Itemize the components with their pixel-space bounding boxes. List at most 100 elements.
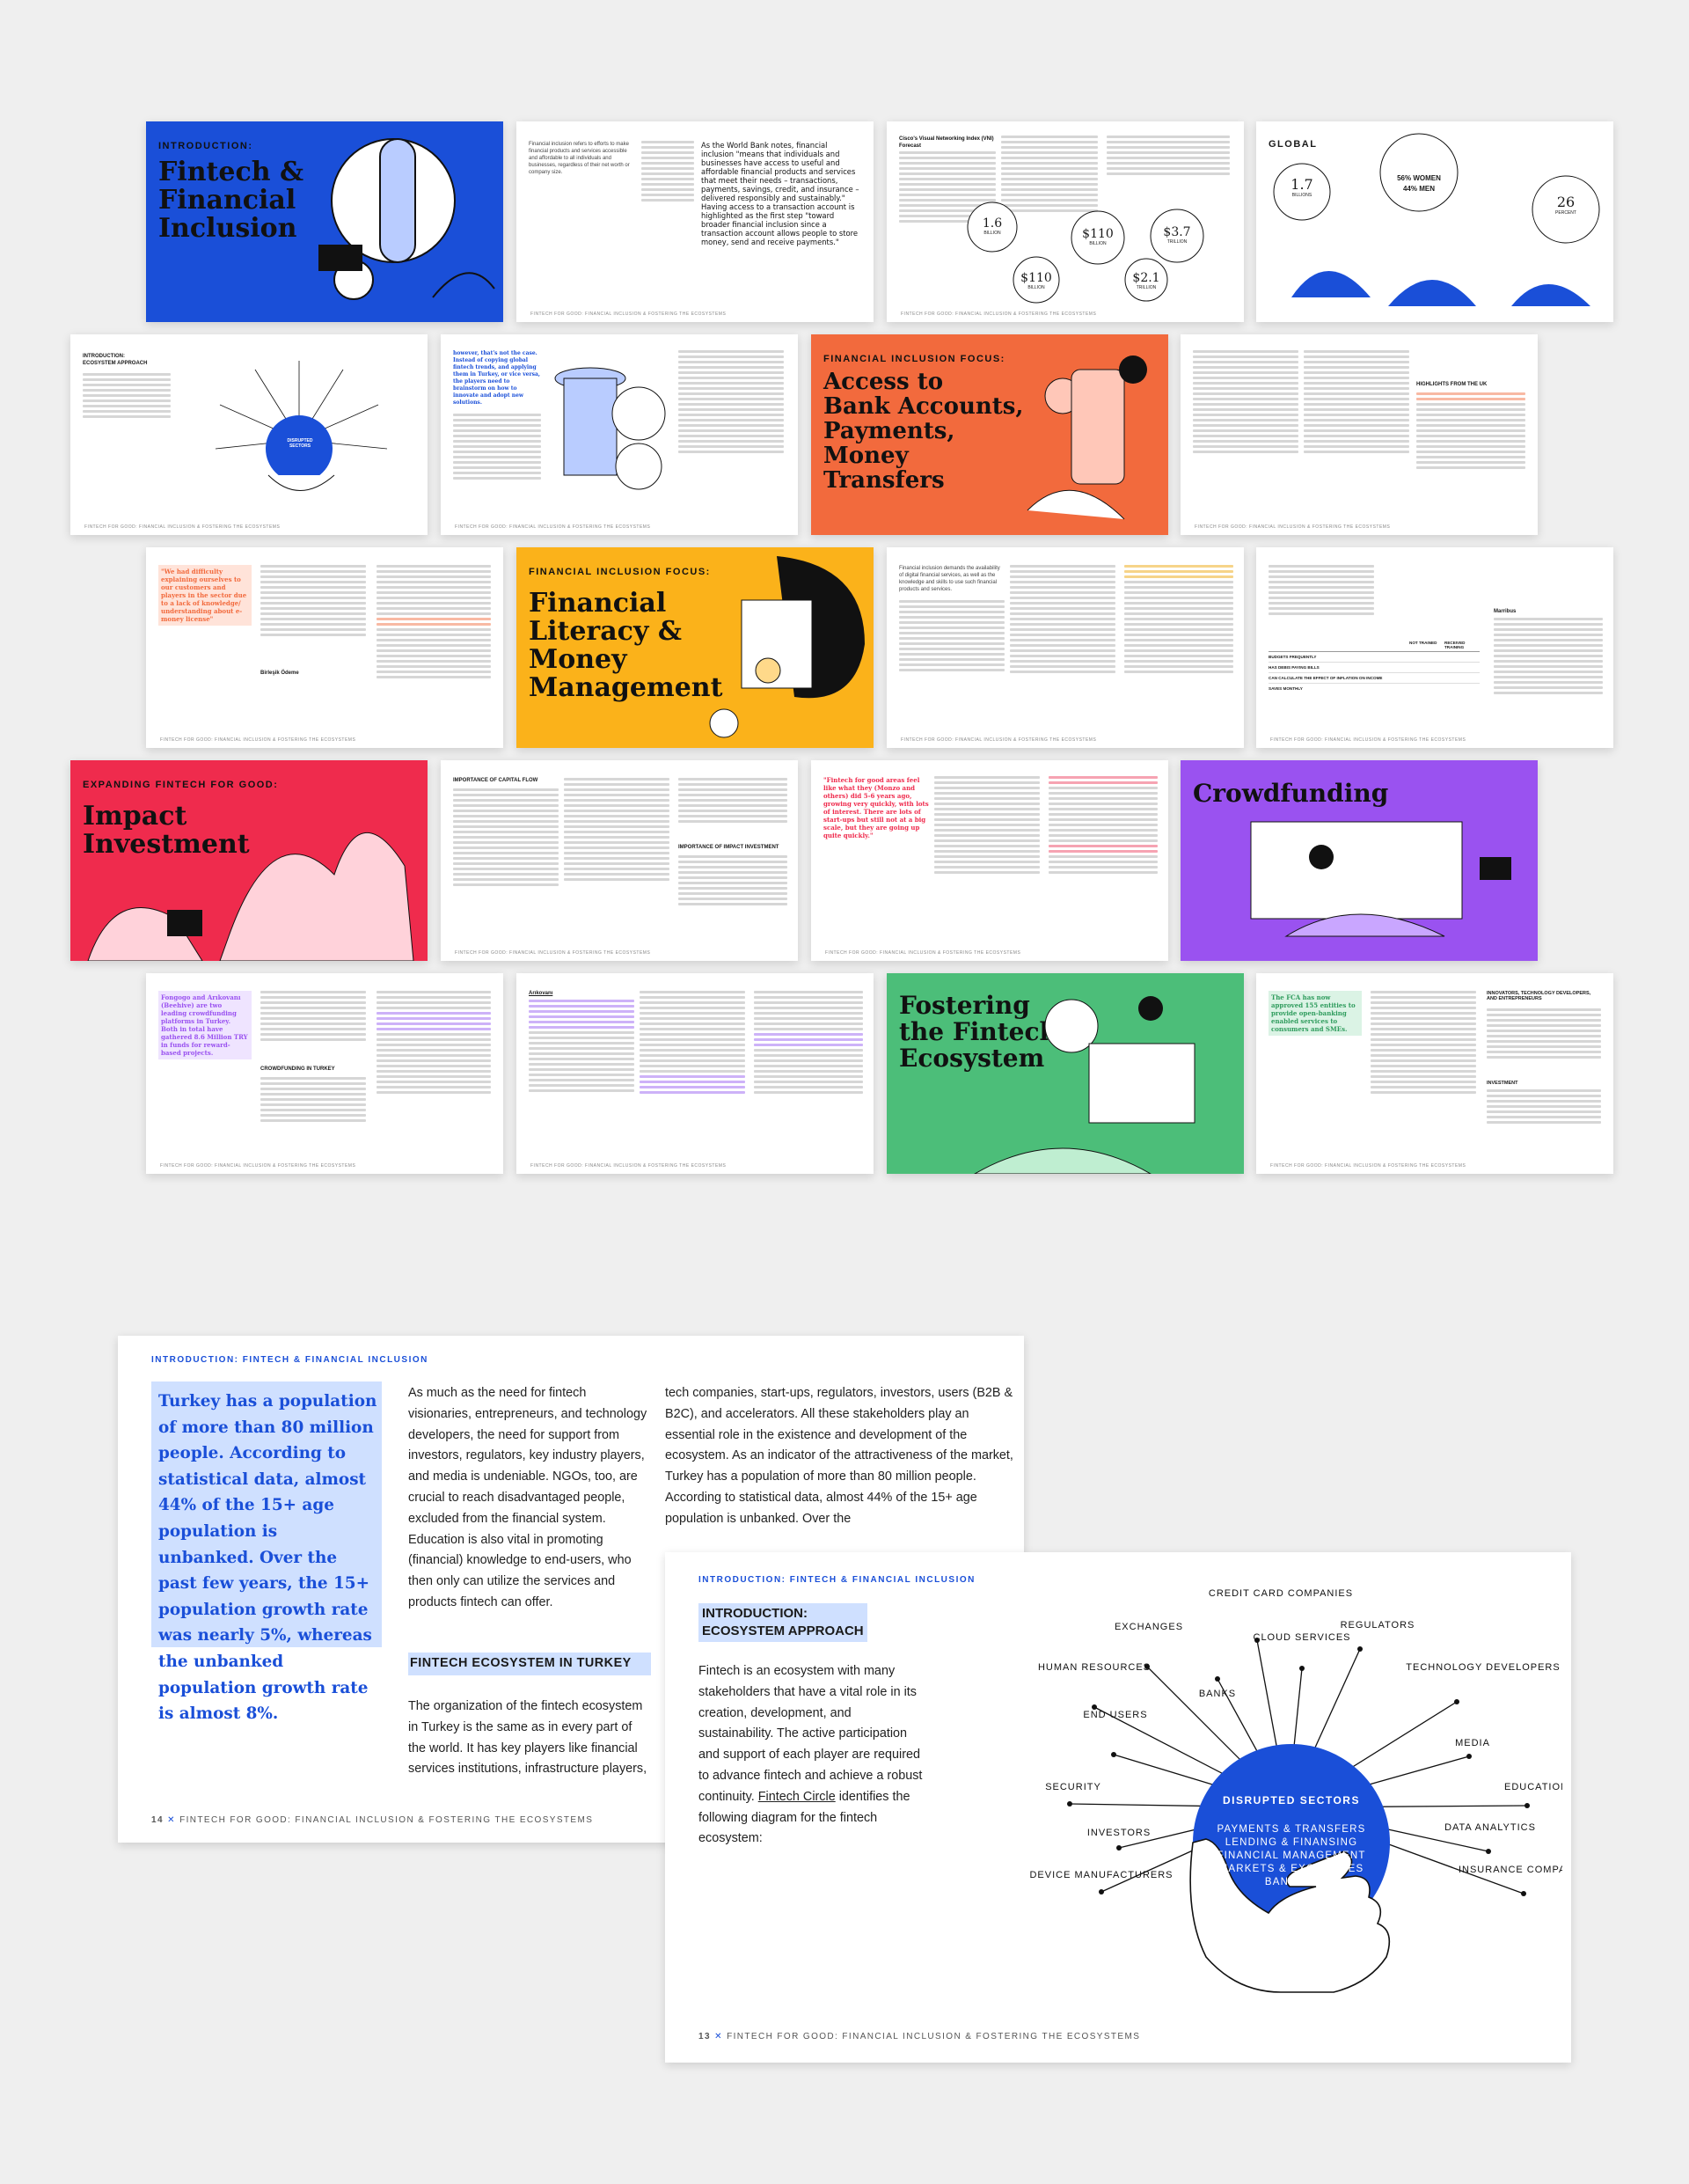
body-text xyxy=(1193,350,1298,456)
pull-quote: "We had difficulty explaining ourselves … xyxy=(158,565,252,626)
svg-text:INVESTORS: INVESTORS xyxy=(1087,1828,1151,1838)
pull-quote: however, that's not the case. Instead of… xyxy=(453,350,541,406)
pull-quote: Turkey has a population of more than 80 … xyxy=(151,1381,382,1723)
svg-text:DEVICE MANUFACTURERS: DEVICE MANUFACTURERS xyxy=(1029,1870,1173,1880)
body-text-3 xyxy=(678,778,787,825)
page-title: Access to Bank Accounts, Payments, Money… xyxy=(823,369,1024,494)
footer-text: FINTECH FOR GOOD: FINANCIAL INCLUSION & … xyxy=(179,1815,594,1825)
thumb-page-fintech-good-quote[interactable]: "Fintech for good areas feel like what t… xyxy=(811,760,1168,961)
thumb-page-fca-open-banking[interactable]: The FCA has now approved 155 entities to… xyxy=(1256,973,1613,1174)
svg-text:BANKING: BANKING xyxy=(1265,1877,1318,1887)
thumb-page-cover-financial-literacy[interactable]: FINANCIAL INCLUSION FOCUS: Financial Lit… xyxy=(516,547,874,748)
page-kicker: FINANCIAL INCLUSION FOCUS: xyxy=(823,354,1005,364)
thumb-page-cover-fostering[interactable]: Fostering the Fintech Ecosystem xyxy=(887,973,1244,1174)
body-text xyxy=(260,991,366,1044)
page-kicker: GLOBAL xyxy=(1269,139,1318,150)
page-kicker: INTRODUCTION: xyxy=(83,354,125,359)
section-heading: Cisco's Visual Networking Index (VNI) Fo… xyxy=(899,136,994,149)
page-footer: FINTECH FOR GOOD: FINANCIAL INCLUSION & … xyxy=(825,950,1021,956)
svg-text:FINANCIAL MANAGEMENT: FINANCIAL MANAGEMENT xyxy=(1217,1851,1365,1861)
page-footer: FINTECH FOR GOOD: FINANCIAL INCLUSION & … xyxy=(84,524,281,530)
quote-attribution: Birleşik Ödeme xyxy=(260,671,299,676)
stakeholder-labels: CREDIT CARD COMPANIES BANKS EXCHANGES CL… xyxy=(1029,1588,1562,1880)
pull-quote: As the World Bank notes, financial inclu… xyxy=(701,141,859,246)
thumb-page-cover-access-accounts[interactable]: FINANCIAL INCLUSION FOCUS: Access to Ban… xyxy=(811,334,1168,535)
body-text-3 xyxy=(1487,1089,1601,1126)
section-heading-2: IMPORTANCE OF IMPACT INVESTMENT xyxy=(678,845,779,850)
column-1-para-2: The organization of the fintech ecosyste… xyxy=(408,1699,647,1777)
pull-quote: Fongogo and Arıkovanı (Beehive) are two … xyxy=(158,991,252,1059)
section-heading: CROWDFUNDING IN TURKEY xyxy=(260,1066,335,1072)
thumb-page-financial-inclusion[interactable]: Financial inclusion refers to efforts to… xyxy=(516,121,874,322)
thumb-page-ecosystem-approach[interactable]: INTRODUCTION: ECOSYSTEM APPROACH DISRUPT… xyxy=(70,334,428,535)
page-title: Financial Literacy & Money Management xyxy=(529,588,723,703)
page-footer: FINTECH FOR GOOD: FINANCIAL INCLUSION & … xyxy=(455,950,651,956)
svg-text:DATA ANALYTICS: DATA ANALYTICS xyxy=(1444,1822,1536,1833)
thumb-page-cover-impact-investment[interactable]: EXPANDING FINTECH FOR GOOD: Impact Inves… xyxy=(70,760,428,961)
thumb-page-uk-highlights[interactable]: HIGHLIGHTS FROM THE UK FINTECH FOR GOOD:… xyxy=(1181,334,1538,535)
body-text-3 xyxy=(1416,392,1525,472)
hand-icon xyxy=(1189,1838,1391,1993)
thumb-page-cover-crowdfunding[interactable]: Crowdfunding xyxy=(1181,760,1538,961)
center-title: DISRUPTED SECTORS xyxy=(1223,1794,1360,1807)
page-footer: FINTECH FOR GOOD: FINANCIAL INCLUSION & … xyxy=(1270,737,1466,743)
body-text xyxy=(83,373,171,421)
page-footer: FINTECH FOR GOOD: FINANCIAL INCLUSION & … xyxy=(1270,1163,1466,1169)
body-text: Financial inclusion refers to efforts to… xyxy=(529,142,630,175)
footer-text: FINTECH FOR GOOD: FINANCIAL INCLUSION & … xyxy=(727,2032,1141,2041)
page-title: Crowdfunding xyxy=(1193,779,1389,808)
svg-text:INSURANCE COMPANIES: INSURANCE COMPANIES xyxy=(1459,1865,1562,1875)
svg-text:TECHNOLOGY DEVELOPERS: TECHNOLOGY DEVELOPERS xyxy=(1406,1662,1560,1673)
spread-page-13: INTRODUCTION: FINTECH & FINANCIAL INCLUS… xyxy=(665,1552,1571,2063)
body-text xyxy=(899,151,996,225)
page-kicker-2: ECOSYSTEM APPROACH xyxy=(83,361,148,366)
stat-women: 56% WOMEN xyxy=(1397,174,1441,182)
body-text-2 xyxy=(1001,136,1098,215)
section-heading: IMPORTANCE OF CAPITAL FLOW xyxy=(453,778,538,783)
body-text-2 xyxy=(564,778,669,883)
section-title: INTRODUCTION: ECOSYSTEM APPROACH xyxy=(698,1603,867,1642)
body-text xyxy=(260,565,366,639)
section-title-line2: ECOSYSTEM APPROACH xyxy=(702,1623,864,1638)
fintech-circle-link[interactable]: Fintech Circle xyxy=(757,1789,836,1804)
svg-text:EXCHANGES: EXCHANGES xyxy=(1115,1622,1183,1632)
body-text: Financial inclusion demands the availabi… xyxy=(899,566,1000,592)
illustration xyxy=(1250,821,1511,937)
thumb-page-crowdfunding-turkey[interactable]: Fongogo and Arıkovanı (Beehive) are two … xyxy=(146,973,503,1174)
thumb-page-arikovani[interactable]: Arıkovanı FINTECH FOR GOOD: FINANCIAL IN… xyxy=(516,973,874,1174)
thumb-page-capital-flow[interactable]: IMPORTANCE OF CAPITAL FLOW IMPORTANCE OF… xyxy=(441,760,798,961)
thumb-page-cisco-forecast[interactable]: Cisco's Visual Networking Index (VNI) Fo… xyxy=(887,121,1244,322)
thumb-page-emoney-quote[interactable]: "We had difficulty explaining ourselves … xyxy=(146,547,503,748)
body-text-2 xyxy=(377,565,491,681)
svg-text:MEDIA: MEDIA xyxy=(1455,1738,1490,1748)
svg-text:CREDIT CARD COMPANIES: CREDIT CARD COMPANIES xyxy=(1209,1588,1353,1599)
svg-text:LENDING & FINANSING: LENDING & FINANSING xyxy=(1225,1837,1358,1848)
close-icon: ✕ xyxy=(714,2032,723,2041)
page-footer: FINTECH FOR GOOD: FINANCIAL INCLUSION & … xyxy=(1195,524,1391,530)
thumb-page-turkey-fintech[interactable]: however, that's not the case. Instead of… xyxy=(441,334,798,535)
body-text-2 xyxy=(678,350,784,456)
section-heading-2: INVESTMENT xyxy=(1487,1081,1518,1086)
stat-bubbles xyxy=(967,202,1204,304)
svg-text:END USERS: END USERS xyxy=(1083,1710,1147,1720)
thumb-page-cover-fintech-inclusion[interactable]: INTRODUCTION: Fintech & Financial Inclus… xyxy=(146,121,503,322)
body-text-4 xyxy=(1124,565,1233,676)
page-title: Impact Investment xyxy=(83,801,250,860)
svg-text:REGULATORS: REGULATORS xyxy=(1341,1620,1415,1631)
page-footer: FINTECH FOR GOOD: FINANCIAL INCLUSION & … xyxy=(901,737,1097,743)
page-footer: FINTECH FOR GOOD: FINANCIAL INCLUSION & … xyxy=(530,311,727,317)
body-text xyxy=(1371,991,1476,1096)
svg-text:SECURITY: SECURITY xyxy=(1045,1782,1101,1792)
body-text-2 xyxy=(1494,618,1603,697)
thumb-page-financial-literacy-text[interactable]: Financial inclusion demands the availabi… xyxy=(887,547,1244,748)
pull-quote: "Fintech for good areas feel like what t… xyxy=(823,776,929,839)
